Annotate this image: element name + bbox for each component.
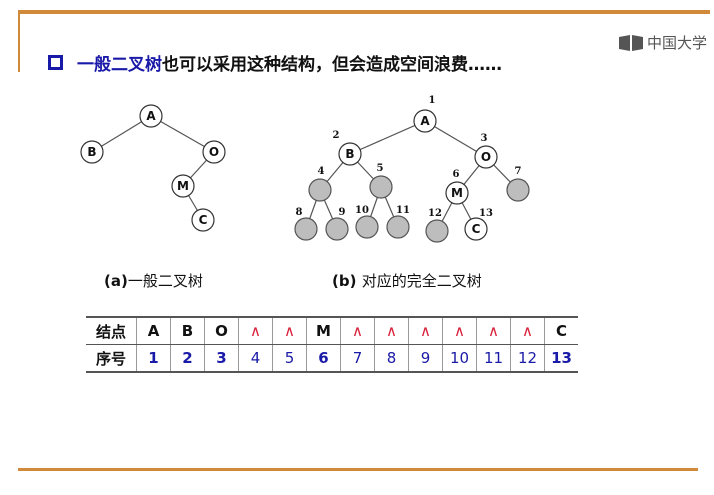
node-label: O: [481, 150, 491, 164]
node-label: A: [420, 114, 430, 128]
sequence-number-cell: 13: [544, 344, 578, 373]
virtual-node: [425, 219, 449, 243]
tree-node: [80, 140, 104, 164]
caption-b: (b) 对应的完全二叉树: [332, 270, 482, 291]
empty-slot-cell: ∧: [238, 316, 273, 345]
node-index-label: 6: [453, 169, 460, 180]
heading-text: 也可以采用这种结构，但会造成空间浪费……: [162, 55, 502, 75]
empty-slot-cell: ∧: [476, 316, 511, 345]
empty-slot-cell: ∧: [510, 316, 545, 345]
row-header-numbers: 序号: [86, 344, 137, 373]
node-label: M: [177, 179, 189, 193]
node-index-label: 4: [318, 166, 325, 177]
sequence-number-cell: 2: [170, 344, 205, 373]
tree-node: [171, 174, 195, 198]
heading-emphasis: 一般二叉树: [77, 55, 162, 75]
node-index-label: 10: [355, 205, 369, 216]
square-bullet-icon: [48, 55, 63, 70]
empty-slot-cell: ∧: [272, 316, 307, 345]
node-label: B: [345, 147, 354, 161]
node-cell: A: [136, 316, 171, 345]
node-index-label: 13: [479, 208, 493, 219]
empty-slot-cell: ∧: [408, 316, 443, 345]
virtual-node: [506, 178, 530, 202]
node-label: C: [472, 222, 481, 236]
virtual-node: [325, 217, 349, 241]
sequence-number-cell: 11: [476, 344, 511, 373]
watermark: 中国大学: [618, 32, 707, 53]
sequence-number-cell: 5: [272, 344, 307, 373]
empty-slot-cell: ∧: [442, 316, 477, 345]
node-index-label: 3: [481, 133, 488, 144]
node-index-label: 1: [429, 95, 436, 106]
sequence-number-cell: 6: [306, 344, 341, 373]
sequence-number-cell: 10: [442, 344, 477, 373]
general-binary-tree: A B O M C: [80, 104, 226, 232]
node-index-label: 2: [333, 130, 340, 141]
caption-a-text: 一般二叉树: [127, 272, 203, 290]
tree-node: [202, 140, 226, 164]
tree-node: [474, 145, 498, 169]
bottom-rule: [18, 468, 698, 471]
tree-node: [191, 208, 215, 232]
sequence-number-cell: 3: [204, 344, 239, 373]
top-rule: [18, 10, 710, 14]
node-index-label: 7: [515, 166, 522, 177]
caption-a-prefix: (a): [104, 272, 128, 290]
left-rule: [18, 12, 20, 72]
node-index-label: 8: [296, 207, 303, 218]
node-index-label: 5: [377, 163, 384, 174]
book-logo-icon: [619, 34, 643, 51]
virtual-node: [355, 215, 379, 239]
tree-node: [413, 109, 437, 133]
caption-b-prefix: (b): [332, 272, 357, 290]
node-label: M: [451, 186, 463, 200]
sequence-number-cell: 9: [408, 344, 443, 373]
sequence-number-cell: 7: [340, 344, 375, 373]
sequence-number-cell: 12: [510, 344, 545, 373]
empty-slot-cell: ∧: [340, 316, 375, 345]
node-cell: C: [544, 316, 578, 345]
virtual-node: [294, 217, 318, 241]
node-label: C: [199, 213, 208, 227]
slide-heading: 一般二叉树 也可以采用这种结构，但会造成空间浪费……: [48, 50, 502, 75]
tree-node: [139, 104, 163, 128]
row-header-nodes: 结点: [86, 316, 137, 345]
node-label: O: [209, 145, 219, 159]
tree-node: [338, 142, 362, 166]
tree-node: [445, 181, 469, 205]
node-cell: M: [306, 316, 341, 345]
sequence-number-cell: 4: [238, 344, 273, 373]
node-index-label: 12: [428, 208, 442, 219]
node-label: A: [146, 109, 156, 123]
tree-edge: [349, 120, 426, 155]
tree-edge: [150, 115, 215, 153]
virtual-node: [308, 178, 332, 202]
tree-node: [464, 217, 488, 241]
sequence-number-cell: 1: [136, 344, 171, 373]
sequence-number-cell: 8: [374, 344, 409, 373]
virtual-node: [369, 175, 393, 199]
node-cell: B: [170, 316, 205, 345]
node-index-label: 11: [396, 205, 410, 216]
caption-a: (a)一般二叉树: [104, 270, 203, 291]
tree-edge: [424, 120, 487, 158]
watermark-text: 中国大学: [647, 34, 708, 52]
node-label: B: [87, 145, 96, 159]
caption-b-text: 对应的完全二叉树: [361, 272, 482, 290]
virtual-node: [386, 215, 410, 239]
node-cell: O: [204, 316, 239, 345]
node-index-label: 9: [339, 207, 346, 218]
empty-slot-cell: ∧: [374, 316, 409, 345]
